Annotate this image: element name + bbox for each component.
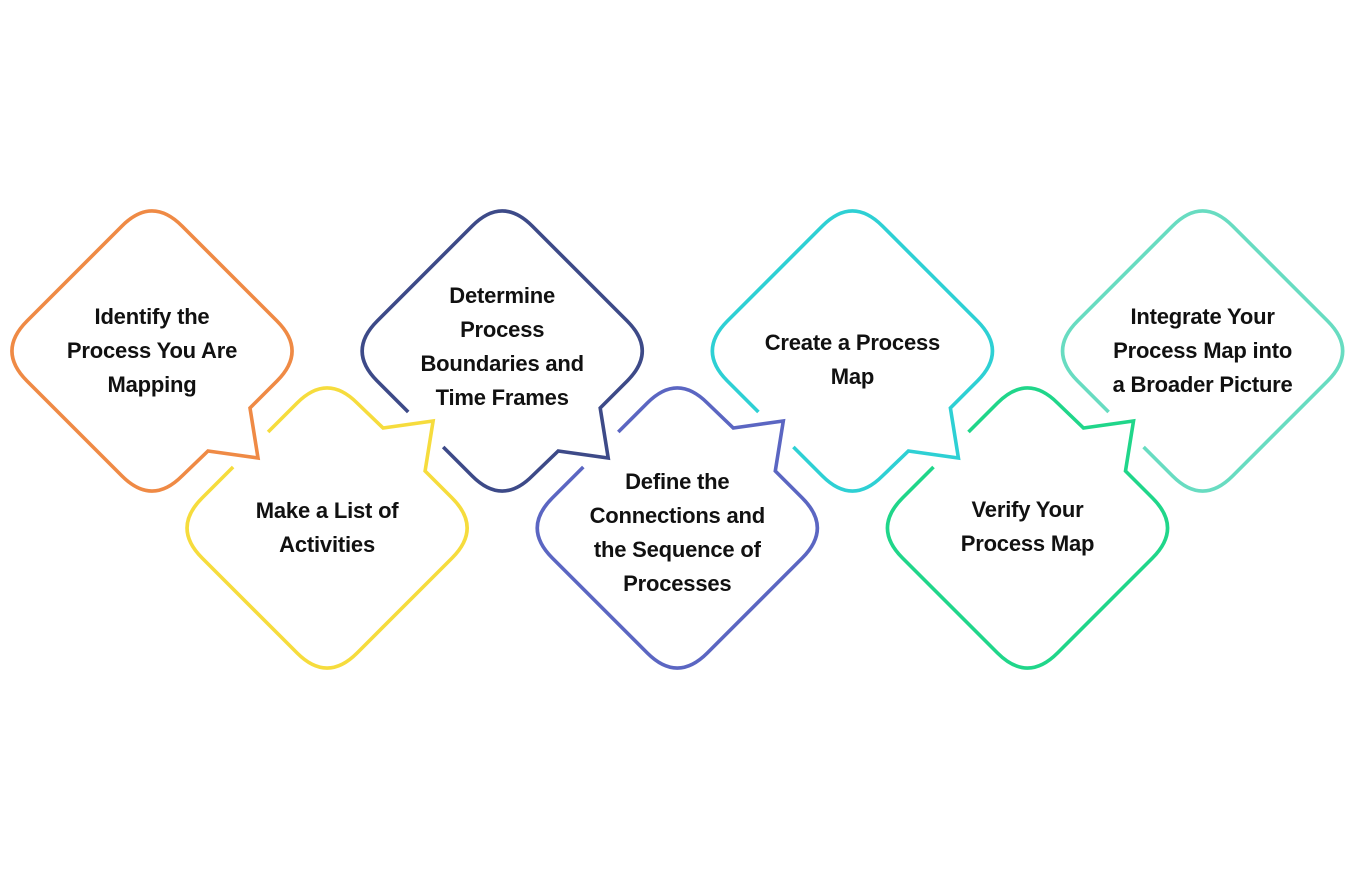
step-label-line: Process You Are (66, 338, 238, 363)
step-label-line: the Sequence of (593, 537, 761, 562)
step-label-line: Map (830, 364, 875, 389)
step-2-label: Make a List of Activities (212, 494, 442, 562)
step-label-line: Connections and (589, 503, 766, 528)
step-label-line: Create a Process (764, 330, 941, 355)
step-label-line: Mapping (107, 372, 197, 397)
step-2-diamond-shape (185, 386, 469, 670)
step-label-line: Make a List of (255, 498, 399, 523)
step-label-line: Process Map (960, 531, 1095, 556)
step-label-line: Process (460, 317, 545, 342)
step-label-line: Verify Your (971, 497, 1084, 522)
step-1-diamond-shape (10, 209, 294, 493)
step-label-line: a Broader Picture (1112, 372, 1293, 397)
step-label-line: Processes (623, 571, 732, 596)
step-label-line: Identify the (94, 304, 210, 329)
step-label-line: Determine (449, 283, 556, 308)
step-label-line: Define the (625, 469, 730, 494)
step-5-diamond-shape (710, 209, 995, 493)
step-6-diamond-shape (885, 386, 1170, 670)
step-7-diamond-shape (1060, 209, 1345, 493)
step-label-line: Process Map into (1113, 338, 1293, 363)
step-3-diamond-shape (360, 209, 644, 493)
step-label-line: Activities (279, 532, 375, 557)
step-label-line: Time Frames (435, 385, 569, 410)
step-4-diamond-shape (535, 386, 819, 670)
step-label-line: Integrate Your (1130, 304, 1275, 329)
step-label-line: Boundaries and (420, 351, 584, 376)
